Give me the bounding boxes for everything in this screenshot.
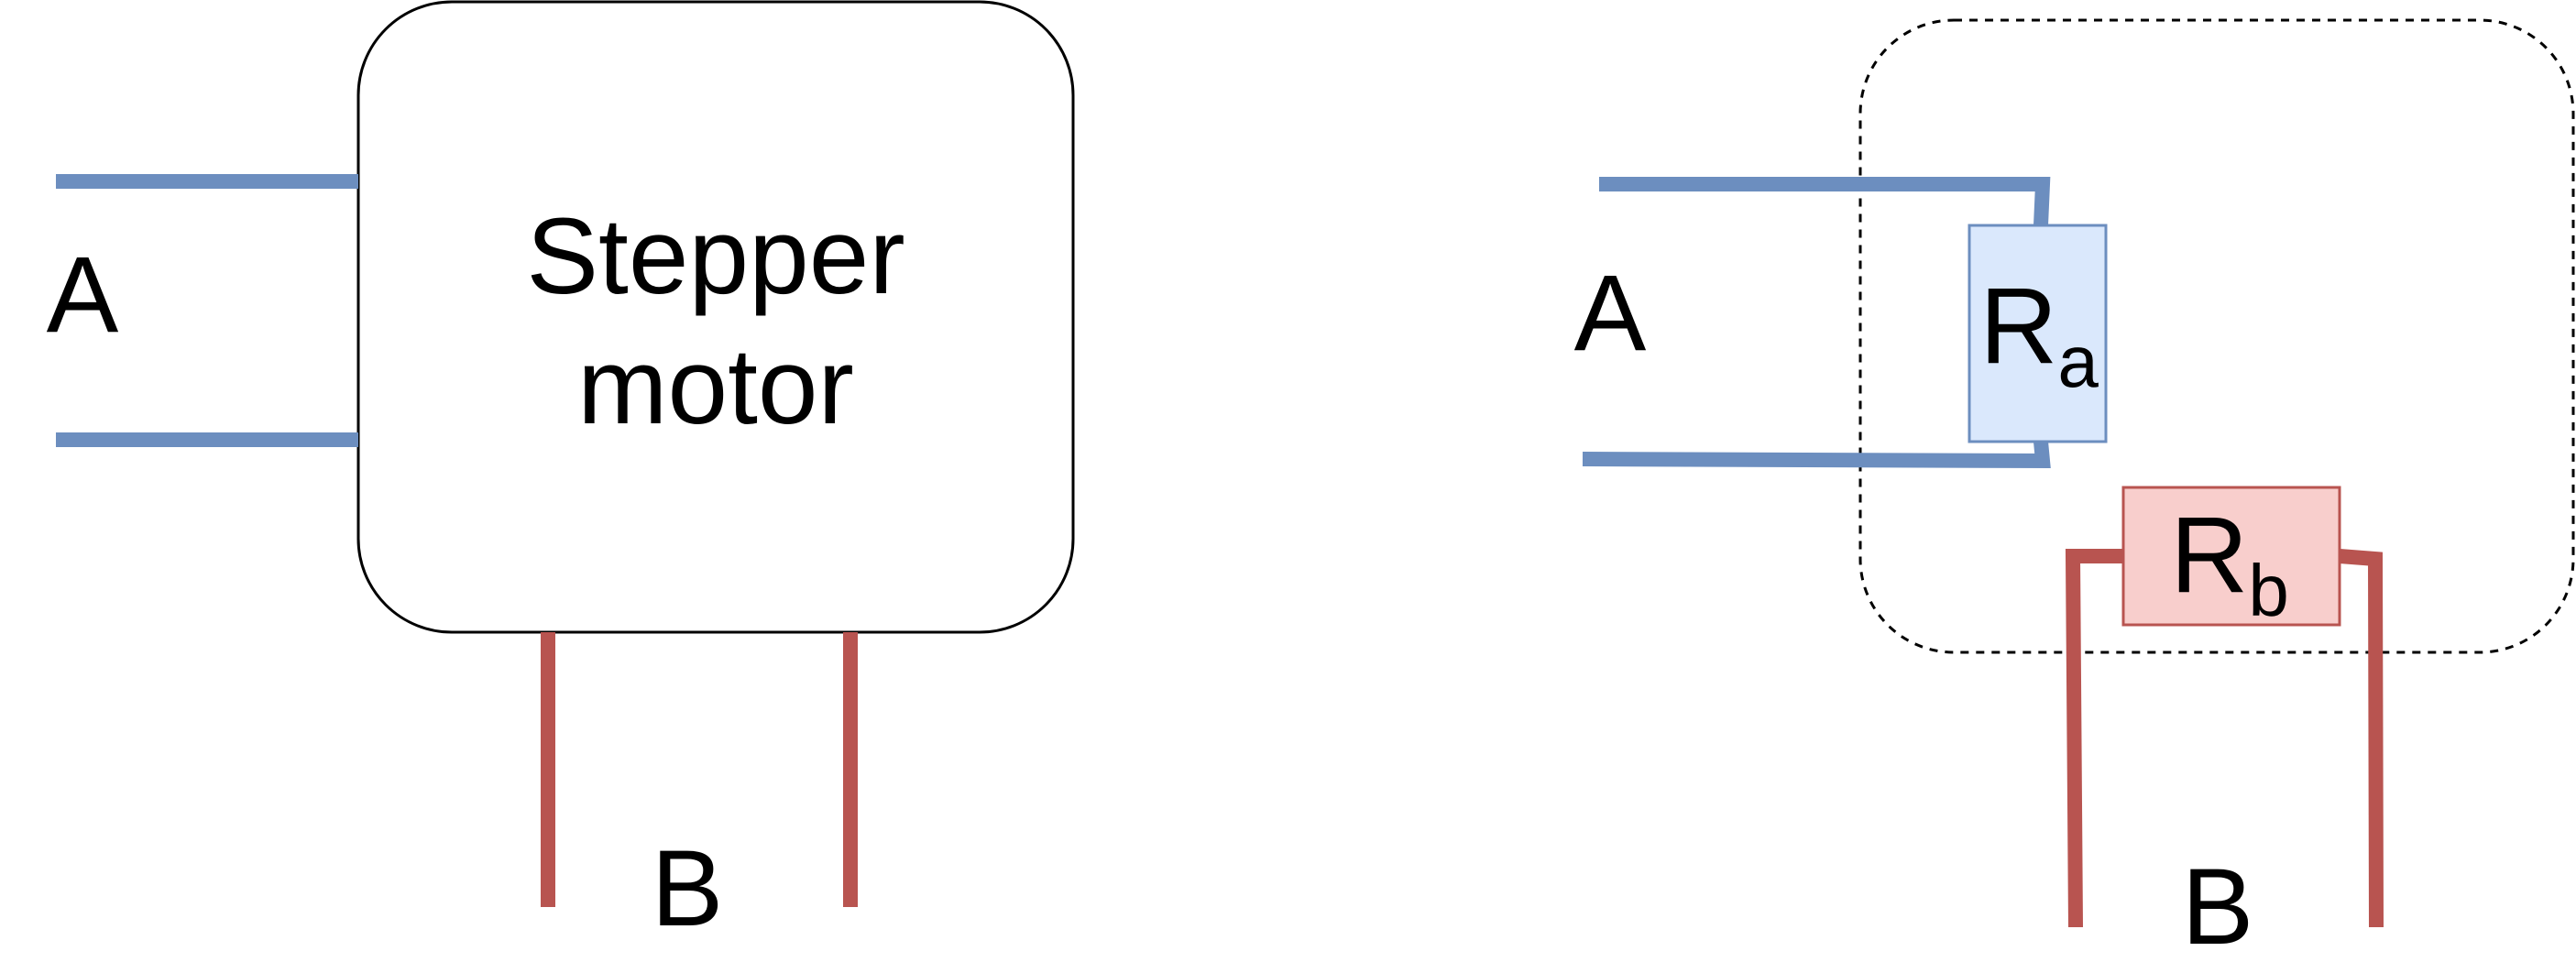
resistor-a-label: Ra <box>1979 266 2099 402</box>
resistor-b-label: Rb <box>2170 495 2289 631</box>
coil-b-wire-left-right <box>2065 549 2123 928</box>
right-diagram: Ra Rb A B <box>1574 18 2575 968</box>
resistor-b <box>2121 486 2341 627</box>
coil-a-wire-top-right <box>1599 177 2051 226</box>
coil-a-label-right: A <box>1574 253 1647 374</box>
stepper-motor-box <box>356 0 1075 634</box>
coil-b-wire-right-right <box>2339 549 2384 928</box>
resistor-a-main: R <box>1979 266 2057 387</box>
coil-a-wire-bottom-right <box>1582 441 2051 469</box>
left-diagram: Stepper motor A B <box>47 0 1075 949</box>
stepper-label-line2: motor <box>577 326 854 447</box>
stepper-label-line1: Stepper <box>526 196 904 317</box>
motor-boundary-dashed <box>1858 18 2575 654</box>
coil-a-label-left: A <box>47 235 119 355</box>
resistor-b-main: R <box>2170 495 2248 616</box>
resistor-a <box>1968 224 2108 443</box>
resistor-b-subscript: b <box>2248 550 2289 631</box>
coil-b-label-left: B <box>652 828 724 949</box>
coil-b-label-right: B <box>2182 847 2254 968</box>
resistor-a-subscript: a <box>2057 321 2099 402</box>
